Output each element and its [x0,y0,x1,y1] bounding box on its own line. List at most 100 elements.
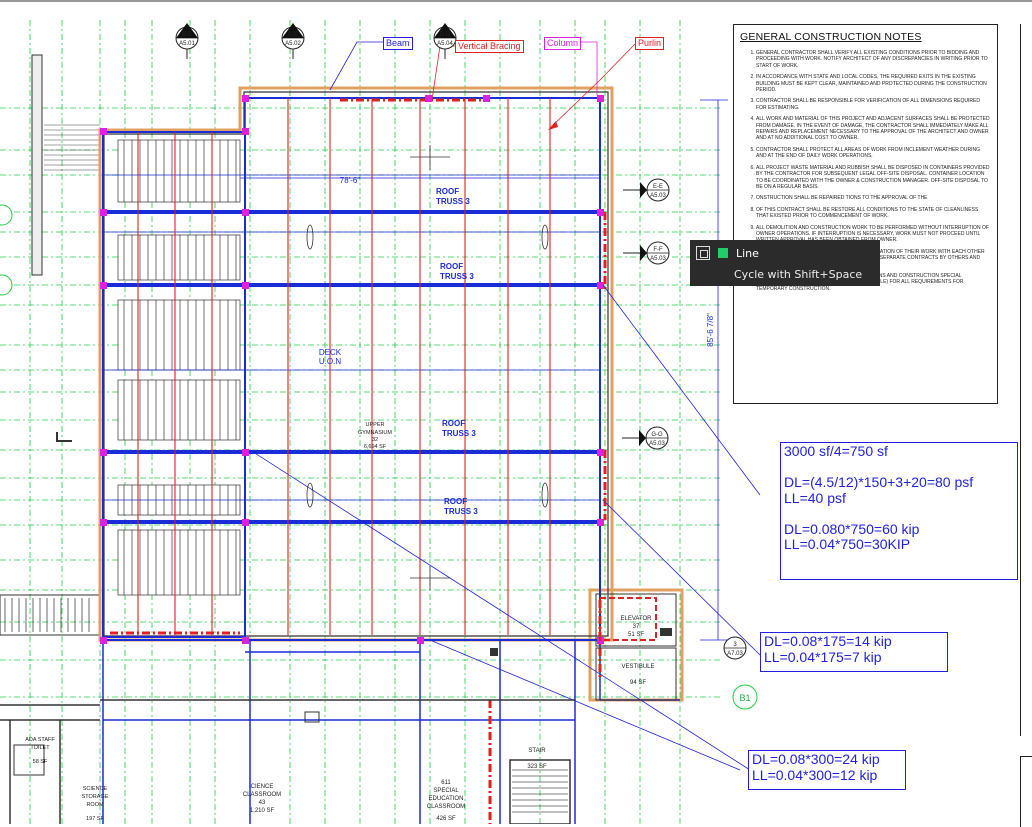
section-marker[interactable]: D-D A5.04 [433,23,457,59]
calc-line: DL=0.08*300=24 kip [752,751,880,767]
load-calc-box-roof[interactable]: 3000 sf/4=750 sf DL=(4.5/12)*150+3+20=80… [780,442,1018,580]
calc-line: 3000 sf/4=750 sf [784,443,888,459]
note-item: CONTRACTOR SHALL BE RESPONSIBLE FOR VERI… [756,98,991,111]
section-marker-sheet: A5.03 [650,193,666,199]
roof-truss-label: TRUSS 3 [436,197,470,206]
room-number: 37 [633,624,640,630]
purlin-tag[interactable]: Purlin [635,37,665,50]
section-marker[interactable]: E-E A5.03 [623,178,670,202]
dimension-vertical: 85'-6 7/8" [706,313,715,347]
calc-line: DL=(4.5/12)*150+3+20=80 psf [784,474,974,490]
room-name: GYMNASIUM [358,430,392,436]
section-marker-top: E-E [653,184,663,190]
room-name: CLASSROOM [243,792,281,798]
tool-tooltip: Line Cycle with Shift+Space [690,240,880,286]
room-name: SCIENCE [83,786,108,792]
section-marker-sheet: A5.04 [437,41,453,47]
section-marker[interactable]: C-C A5.02 [281,23,305,59]
roof-truss-label: ROOF [436,187,459,196]
section-marker-top: F-F [653,247,663,253]
room-name: EDUCATION [429,796,464,802]
room-number: 611 [441,780,451,786]
section-marker-top: G-G [651,432,663,438]
roof-truss-label: TRUSS 3 [444,507,478,516]
gym-outer-wall [98,86,684,702]
notes-title: GENERAL CONSTRUCTION NOTES [740,31,922,43]
roof-truss-label: TRUSS 3 [442,429,476,438]
note-item: IN ACCORDANCE WITH STATE AND LOCAL CODES… [756,74,991,93]
calc-line: LL=0.04*175=7 kip [764,648,882,665]
section-marker-top: 3 [733,642,737,648]
section-marker[interactable]: 3A7.03 [723,636,747,660]
room-area: 51 SF [628,632,644,638]
room-name: STORAGE [82,794,109,800]
general-construction-notes: GENERAL CONSTRUCTION NOTES GENERAL CONTR… [733,24,998,404]
section-marker-sheet: A5.02 [285,41,301,47]
column-tag[interactable]: Column [544,37,582,50]
line-tool-icon [696,246,710,260]
purlins [137,98,551,635]
deck-label: U.O.N [319,357,341,366]
grid-bubble-label: B1 [739,693,750,703]
room-name: SPECIAL [433,788,459,794]
room-number: 43 [259,800,266,806]
room-area: 6,694 SF [364,444,387,450]
calc-line [784,460,1014,476]
room-name: UPPER [366,422,385,428]
title-block-panel [1020,24,1032,736]
calc-line: LL=0.04*300=12 kip [752,766,878,783]
deck-label: DECK [319,348,342,357]
room-area: 197 SF [86,816,104,822]
elevator-core [595,593,677,701]
section-marker-top: D-D [440,32,451,38]
note-item: ALL PROJECT WASTE MATERIAL AND RUBBISH S… [756,165,991,191]
roof-truss-label: ROOF [444,497,467,506]
room-name: TOILET [30,745,50,751]
vertical-bracing [110,98,607,824]
calc-line: DL=0.08*175=14 kip [764,633,892,649]
room-area: 58 SF [33,759,48,765]
roof-truss-label: ROOF [442,419,465,428]
calc-line [784,506,1014,522]
section-marker[interactable]: B-BA5.01 [175,23,199,59]
color-swatch [718,248,728,258]
room-name: ELEVATOR [620,616,652,622]
note-item: ONSTRUCTION SHALL BE REPAIRED TIONS TO T… [756,195,991,201]
room-area: 323 SF [527,764,547,770]
room-name: CLASSROOM [427,804,465,810]
section-marker-sheet: A7.03 [727,651,743,657]
room-area: 1,210 SF [250,808,275,814]
tool-name: Line [736,246,759,260]
section-marker-top: B-B [182,32,192,38]
calc-line: LL=40 psf [784,489,846,506]
section-marker-sheet: A5.03 [649,441,665,447]
section-marker[interactable]: F-FA5.03 [623,241,670,265]
dimension-horizontal: 78'-6" [340,176,361,185]
note-item: OF THIS CONTRACT SHALL BE RESTORE ALL CO… [756,207,991,220]
room-area: 94 SF [630,680,646,686]
note-item: GENERAL CONTRACTOR SHALL VERIFY ALL EXIS… [756,50,991,69]
tooltip-hint: Cycle with Shift+Space [734,268,863,281]
calc-line: LL=0.04*750=30KIP [784,536,911,552]
calc-line: DL=0.080*750=60 kip [784,520,920,537]
beam-tag[interactable]: Beam [383,37,413,50]
roof-truss-label: ROOF [440,262,463,271]
section-markers: B-BA5.01C-CA5.02D-DA5.04E-EA5.03F-FA5.03… [175,23,747,660]
beams [102,97,680,824]
room-name: ADA STAFF [25,737,55,743]
note-item: CONTRACTOR SHALL PROTECT ALL AREAS OF WO… [756,147,991,160]
room-name: CIENCE [251,784,274,790]
section-marker[interactable]: G-G A5.03 [622,426,669,450]
title-block-panel-lower [1020,756,1032,827]
room-name: VESTIBULE [621,664,654,670]
vertical-bracing-tag[interactable]: Vertical Bracing [455,40,524,53]
roof-truss-label: TRUSS 3 [440,272,474,281]
room-area: 426 SF [436,816,456,822]
note-item: ALL WORK AND MATERIAL OF THIS PROJECT AN… [756,116,991,142]
room-number: 32 [372,437,378,443]
section-marker-top: C-C [288,32,299,38]
room-name: STAIR [528,748,546,754]
